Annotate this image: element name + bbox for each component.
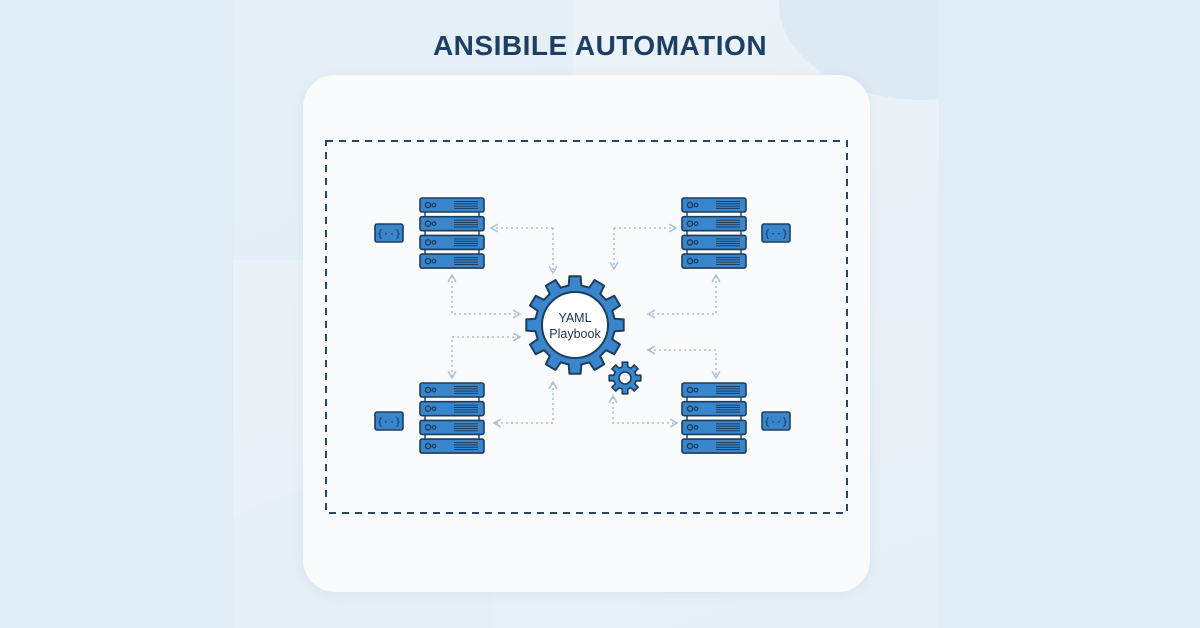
code-badge-icon (761, 411, 791, 431)
server-led-icon (431, 406, 437, 412)
server-led-icon (424, 405, 432, 413)
page-title: ANSIBILE AUTOMATION (432, 30, 768, 61)
server-led-icon (686, 257, 694, 265)
server-led-icon (424, 220, 432, 227)
code-badge-icon (761, 223, 791, 243)
server-led-icon (686, 442, 694, 450)
server-stack-top-left (419, 197, 485, 269)
server-unit-body (419, 419, 485, 436)
code-badge-top-right: {··} (761, 223, 791, 243)
server-unit (419, 234, 485, 251)
server-led-icon (693, 239, 699, 245)
server-led-icon (424, 442, 432, 450)
server-unit (681, 215, 747, 232)
server-unit (419, 400, 485, 417)
server-unit (681, 438, 747, 454)
code-badge-label: {··} (377, 229, 401, 240)
server-unit (419, 382, 485, 398)
server-led-icon (431, 443, 437, 449)
server-unit-body (419, 438, 485, 454)
server-stacks: {··} {··} {··} {··} (374, 197, 791, 454)
server-unit-body (681, 253, 747, 269)
server-led-icon (424, 424, 432, 431)
server-led-icon (431, 239, 437, 245)
server-unit (419, 215, 485, 232)
server-unit-body (419, 234, 485, 251)
connector-br-bottom (608, 394, 679, 428)
server-led-icon (424, 201, 432, 209)
code-badge-label: {··} (764, 229, 788, 240)
server-led-icon (693, 443, 699, 449)
server-led-icon (693, 258, 699, 264)
connector-tr-bottom (646, 273, 721, 319)
server-unit (681, 253, 747, 269)
dashed-frame (325, 140, 848, 514)
server-led-icon (424, 257, 432, 265)
server-unit (681, 400, 747, 417)
server-led-icon (693, 202, 699, 208)
code-badge-icon (374, 411, 404, 431)
server-led-icon (686, 239, 694, 246)
server-unit (419, 253, 485, 269)
server-unit-body (681, 215, 747, 232)
server-unit (419, 438, 485, 454)
server-led-icon (686, 201, 694, 209)
connector-br-top (646, 345, 721, 380)
server-stack-bottom-right (681, 382, 747, 454)
server-led-icon (431, 425, 437, 430)
server-led-icon (431, 387, 437, 393)
server-led-icon (693, 425, 699, 430)
server-unit-body (419, 382, 485, 398)
server-led-icon (686, 424, 694, 431)
server-led-icon (686, 405, 694, 413)
server-led-icon (686, 386, 694, 394)
server-led-icon (431, 258, 437, 264)
server-led-icon (686, 220, 694, 227)
server-unit-body (419, 400, 485, 417)
code-badge-icon (374, 223, 404, 243)
gear-label-line2: Playbook (549, 327, 601, 341)
server-led-icon (424, 386, 432, 394)
code-badge-label: {··} (377, 417, 401, 428)
server-unit (419, 197, 485, 213)
connector-tl-bottom (447, 273, 522, 319)
server-unit-body (419, 197, 485, 213)
connectors (447, 223, 721, 428)
code-badge-top-left: {··} (374, 223, 404, 243)
server-led-icon (693, 221, 699, 227)
server-unit (681, 419, 747, 436)
code-badge-bottom-right: {··} (761, 411, 791, 431)
server-unit-body (419, 253, 485, 269)
server-unit-body (681, 234, 747, 251)
gear-label-line1: YAML (558, 311, 591, 325)
server-unit-body (681, 382, 747, 398)
server-unit (681, 382, 747, 398)
server-unit-body (681, 419, 747, 436)
gear-icon (525, 275, 625, 375)
server-unit (681, 234, 747, 251)
server-led-icon (431, 202, 437, 208)
server-stack-bottom-left (419, 382, 485, 454)
server-unit (419, 419, 485, 436)
server-unit (681, 197, 747, 213)
server-led-icon (693, 406, 699, 412)
server-stack-top-right (681, 197, 747, 269)
server-unit-body (681, 438, 747, 454)
code-badge-bottom-left: {··} (374, 411, 404, 431)
connector-bl-bottom (492, 380, 558, 428)
server-led-icon (431, 221, 437, 227)
code-badge-label: {··} (764, 417, 788, 428)
small-gear-icon (608, 361, 642, 395)
server-unit-body (419, 215, 485, 232)
connector-bl-top (447, 332, 522, 380)
server-unit-body (681, 400, 747, 417)
server-unit-body (681, 197, 747, 213)
server-led-icon (424, 239, 432, 246)
server-led-icon (693, 387, 699, 393)
